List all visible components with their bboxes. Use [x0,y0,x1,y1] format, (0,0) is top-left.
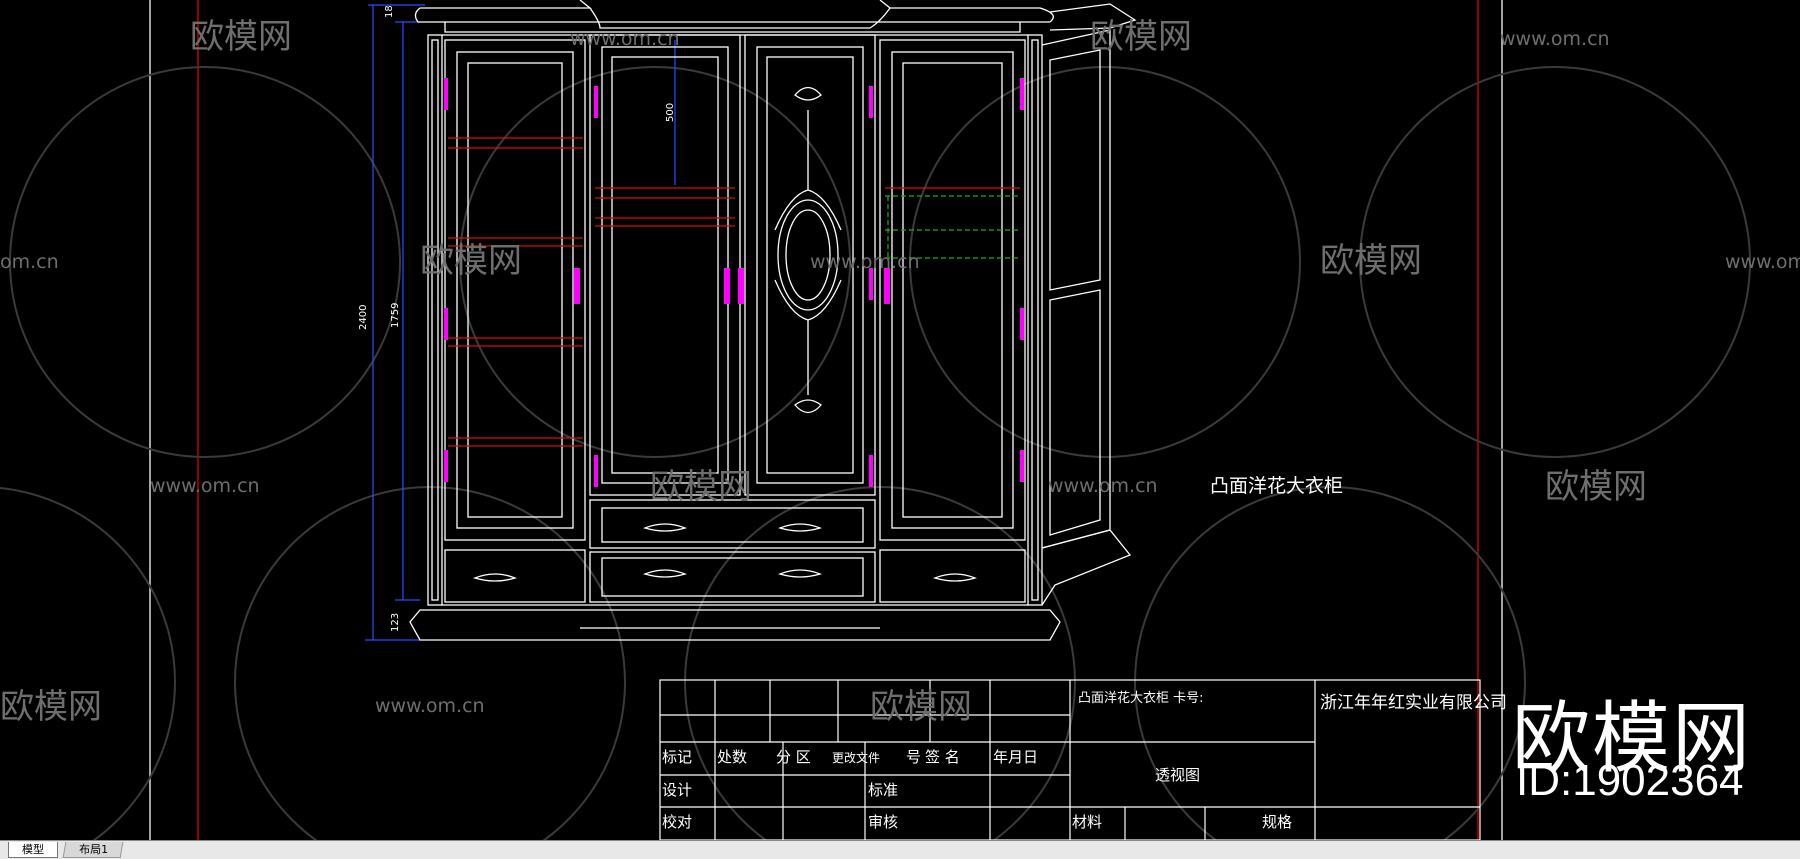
title-block[interactable] [659,679,1481,840]
label-number: 号 [906,748,921,766]
label-date: 年月日 [993,748,1038,766]
label-design: 设计 [662,781,692,799]
text-watermarks: 欧模网 欧模网 欧模网 欧模网 欧模网 欧模网 欧模网 欧模网 www.om.c… [0,17,1800,727]
wm-logo: 欧模网 [1545,467,1647,507]
sheet-border [149,0,1503,840]
label-standard: 标准 [868,781,898,799]
company-name: 浙江年年红实业有限公司 [1320,693,1507,713]
drawing-label: 凸面洋花大衣柜 [1210,475,1343,497]
wm-site: www.om.cn [1500,28,1610,50]
label-check: 校对 [662,813,692,831]
dimension-text: 18 2400 1759 123 500 [358,5,676,632]
hinge-markers [444,78,1024,487]
product-code: 凸面洋花大衣柜 卡号: [1078,690,1204,706]
label-mark: 标记 [662,748,692,766]
label-spec: 规格 [1262,813,1292,831]
layout-tab-bar: 模型 布局1 [0,840,1800,859]
watermark-brand: 欧模网 [1512,694,1753,784]
wm-logo: 欧模网 [870,687,972,727]
watermark-id: ID:1902364 [1516,756,1744,805]
tab-layout1-label: 布局1 [78,843,108,856]
shelf-lines [448,137,1020,447]
wm-logo: 欧模网 [0,687,102,727]
dim-top: 18 [384,5,395,18]
wm-logo: 欧模网 [1090,17,1192,57]
wm-site: om.cn [0,251,59,273]
title-block-text: 凸面洋花大衣柜 卡号: 浙江年年红实业有限公司 透视图 标记 处数 分 区 更改… [662,690,1507,831]
view-name: 透视图 [1155,766,1200,784]
label-change-file: 更改文件 [832,750,880,765]
tab-layout1[interactable]: 布局1 [62,842,124,858]
dashed-shelf-lines [885,195,1020,259]
wm-site: www.om.cn [570,28,680,50]
wm-site: www.om.cn [810,251,920,273]
wm-logo: 欧模网 [420,241,522,281]
label-signature: 签 名 [925,748,960,766]
wm-site: www.om.cn [150,475,260,497]
label-material: 材料 [1072,813,1102,831]
dim-base: 123 [390,613,401,632]
dim-hang-drop: 500 [665,103,676,122]
dimension-lines [365,4,676,641]
wm-site: www.om.cn [1725,251,1800,273]
label-count: 处数 [717,748,747,766]
wardrobe-drawing[interactable] [409,0,1137,641]
dim-total-height: 2400 [358,305,369,330]
drawing-canvas[interactable]: 18 2400 1759 123 500 [0,0,1800,840]
tab-model[interactable]: 模型 [8,842,58,858]
wm-logo: 欧模网 [1320,241,1422,281]
dim-inner-height: 1759 [390,303,401,328]
wm-site: www.om.cn [1048,475,1158,497]
wm-logo: 欧模网 [190,17,292,57]
label-zone: 分 区 [776,748,811,766]
label-review: 审核 [868,813,898,831]
wm-site: www.om.cn [375,695,485,717]
wm-logo: 欧模网 [650,467,752,507]
